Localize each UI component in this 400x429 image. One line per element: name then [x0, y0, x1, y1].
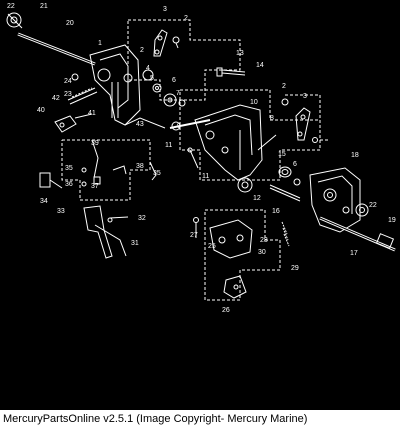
part-callout-4: 4 [146, 65, 150, 72]
part-callout-16: 16 [272, 208, 280, 215]
part-callout-41: 41 [88, 110, 96, 117]
part-callout-19: 19 [388, 217, 396, 224]
part-callout-2: 2 [184, 15, 188, 22]
part-callout-21: 21 [40, 3, 48, 10]
part-callout-3: 3 [163, 6, 167, 13]
image-copyright-caption: MercuryPartsOnline v2.5.1 (Image Copyrig… [0, 410, 400, 429]
part-callout-11: 11 [165, 142, 172, 149]
part-callout-18: 18 [351, 152, 359, 159]
part-callout-7: 7 [176, 90, 180, 97]
part-callout-35: 35 [153, 170, 161, 177]
part-callout-40: 40 [37, 107, 45, 114]
part-callout-2: 2 [282, 83, 286, 90]
part-callout-20: 20 [66, 20, 74, 27]
part-callout-36: 36 [65, 181, 73, 188]
part-callout-13: 13 [236, 50, 244, 57]
diagram-linework [6, 12, 396, 301]
part-callout-3: 3 [303, 93, 307, 100]
part-callout-33: 33 [57, 208, 65, 215]
part-callout-39: 39 [91, 140, 99, 147]
diagram-canvas: 1234567891011121314151617181920212223242… [6, 3, 396, 314]
part-callout-37: 37 [91, 183, 99, 190]
part-callout-25: 25 [208, 243, 216, 250]
part-callout-10: 10 [250, 99, 258, 106]
part-callout-29: 29 [291, 265, 299, 272]
part-callout-2: 2 [140, 47, 144, 54]
part-callout-17: 17 [350, 250, 358, 257]
part-callout-34: 34 [40, 198, 48, 205]
part-callout-28: 28 [260, 237, 268, 244]
part-callout-11: 11 [202, 173, 209, 180]
part-callout-22: 22 [369, 202, 377, 209]
part-callout-6: 6 [293, 161, 297, 168]
part-callout-9: 9 [177, 123, 181, 130]
part-callout-42: 42 [52, 95, 60, 102]
part-callout-12: 12 [253, 195, 261, 202]
part-callout-23: 23 [64, 91, 72, 98]
part-callout-8: 8 [270, 115, 274, 122]
part-callout-35: 35 [65, 165, 73, 172]
part-callout-43: 43 [136, 121, 144, 128]
part-callout-32: 32 [138, 215, 146, 222]
part-callout-5: 5 [150, 75, 154, 82]
part-callout-38: 38 [136, 163, 144, 170]
part-callout-26: 26 [222, 307, 230, 314]
part-callout-15: 15 [278, 151, 286, 158]
part-callout-30: 30 [258, 249, 266, 256]
part-callout-31: 31 [131, 240, 139, 247]
part-callout-14: 14 [256, 62, 264, 69]
part-callout-22: 22 [7, 3, 15, 10]
part-callout-27: 27 [190, 232, 198, 239]
part-callout-1: 1 [98, 40, 102, 47]
part-callout-24: 24 [64, 78, 72, 85]
part-callout-6: 6 [172, 77, 176, 84]
